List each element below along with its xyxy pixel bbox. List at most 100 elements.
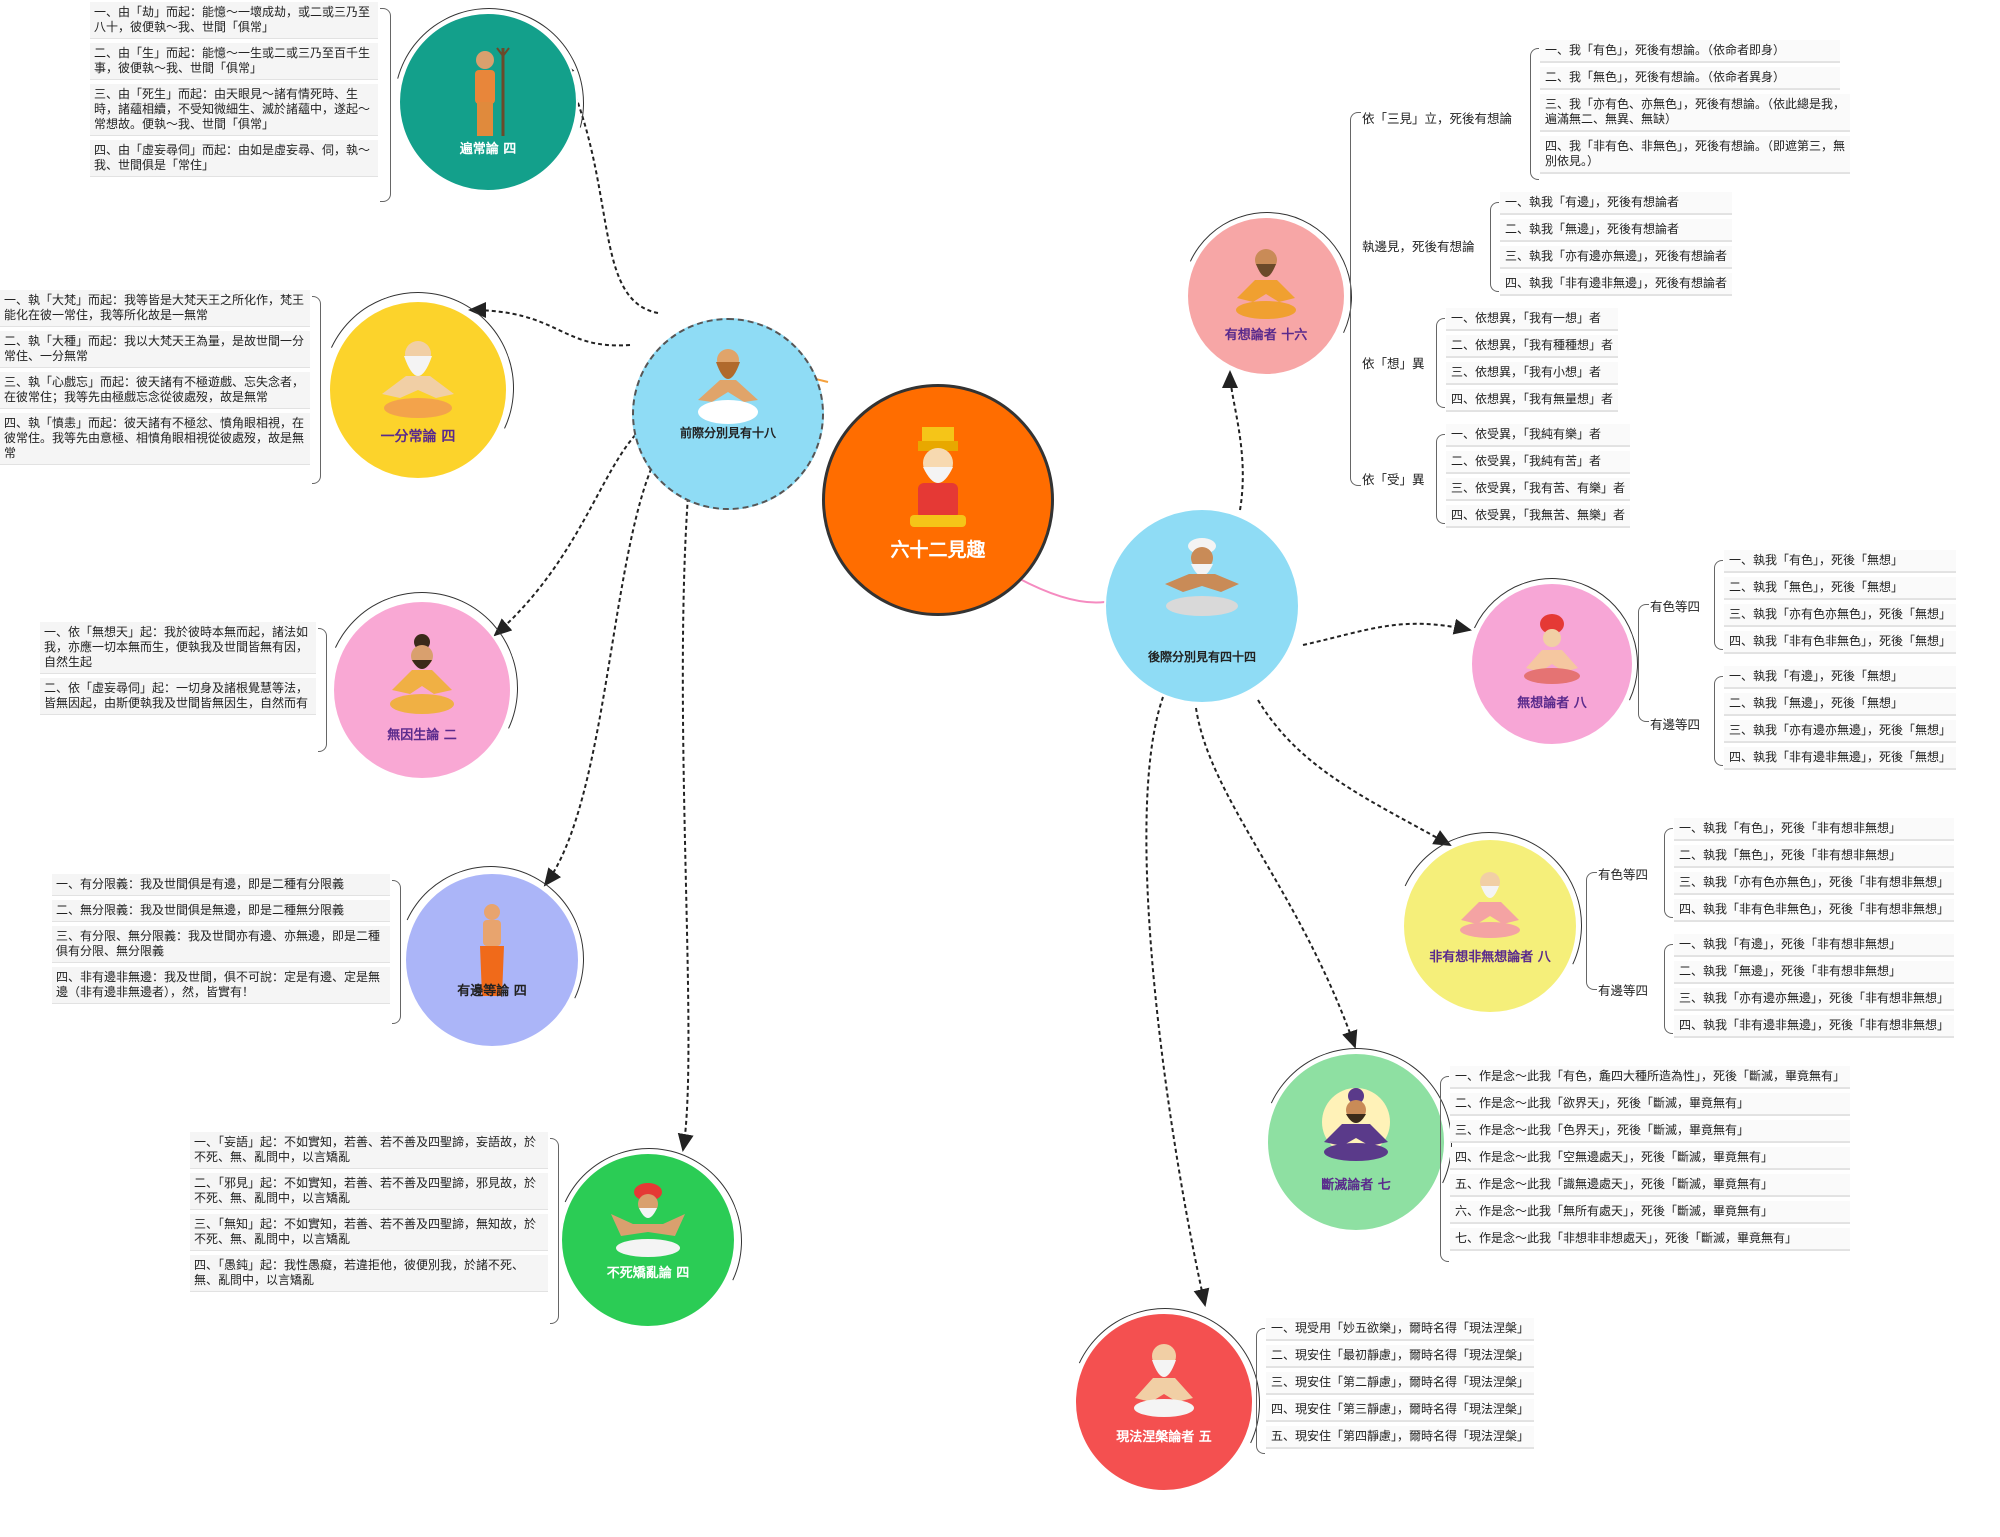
- note-item: 三、依受異，「我有苦、有樂」者: [1446, 478, 1631, 500]
- turbaned-yogi-icon: [611, 1183, 685, 1257]
- note-item: 二、執我「無邊」，死後有想論者: [1500, 219, 1733, 241]
- note-item: 一、依「無想天」起：我於彼時本無而起，諸法如我，亦應一切本無而生，便執我及世間皆…: [40, 622, 316, 673]
- branch-future-node[interactable]: 後際分別見有四十四: [1104, 508, 1300, 704]
- brahma-icon: [910, 427, 966, 527]
- group-label: 有色等四: [1598, 867, 1649, 882]
- notes-nonperception-g1: 一、執我「有邊」，死後「無想」 二、執我「無邊」，死後「無想」 三、執我「亦有邊…: [1724, 666, 1957, 774]
- group-label: 依「受」異: [1362, 472, 1425, 487]
- note-item: 一、依想異，「我有一想」者: [1446, 308, 1619, 330]
- group-label: 有邊等四: [1650, 717, 1701, 732]
- note-item: 五、作是念～此我「識無邊處天」，死後「斷滅，畢竟無有」: [1450, 1174, 1851, 1196]
- note-item: 四、執我「非有邊非無邊」，死後「無想」: [1724, 747, 1957, 769]
- node-annihilation-label: 斷滅論者 七: [1321, 1178, 1391, 1193]
- notes-nocause: 一、依「無想天」起：我於彼時本無而起，諸法如我，亦應一切本無而生，便執我及世間皆…: [40, 622, 316, 719]
- note-item: 三、由「死生」而起：由天眼見～諸有情死時、生時，諸蘊相續，不受知微細生、滅於諸蘊…: [90, 84, 378, 135]
- note-item: 三、執「心戲忘」而起：彼天諸有不極遊戲、忘失念者，在彼常住；我等先由極戲忘念從彼…: [0, 372, 310, 408]
- node-eternal[interactable]: 遍常論 四: [398, 12, 578, 192]
- note-item: 三、依想異，「我有小想」者: [1446, 362, 1619, 384]
- node-annihilation[interactable]: 斷滅論者 七: [1266, 1052, 1446, 1232]
- arrow-perception: [1222, 370, 1244, 511]
- node-nirvana-label: 現法涅槃論者 五: [1116, 1430, 1212, 1445]
- note-item: 二、由「生」而起：能憶～一生或二或三乃至百千生事，彼便執～我、世間「俱常」: [90, 43, 378, 79]
- white-bearded-elder-icon: [1134, 1344, 1194, 1417]
- note-item: 六、作是念～此我「無所有處天」，死後「斷滅，畢竟無有」: [1450, 1201, 1851, 1223]
- note-item: 四、依想異，「我有無量想」者: [1446, 389, 1619, 411]
- node-neither[interactable]: 非有想非無想論者 八: [1402, 838, 1578, 1014]
- note-item: 一、由「劫」而起：能憶～一壞成劫，或二或三乃至八十，彼便執～我、世間「俱常」: [90, 2, 378, 38]
- node-nonperception-label: 無想論者 八: [1517, 696, 1587, 711]
- link-center-future: [1017, 577, 1106, 604]
- bearded-sage-icon: [382, 341, 454, 418]
- note-item: 三、執我「亦有邊亦無邊」，死後「無想」: [1724, 720, 1957, 742]
- node-nirvana[interactable]: 現法涅槃論者 五: [1074, 1312, 1254, 1492]
- note-item: 二、依想異，「我有種種想」者: [1446, 335, 1619, 357]
- notes-nirvana: 一、現受用「妙五欲樂」，爾時名得「現法涅槃」 二、現安住「最初靜慮」，爾時名得「…: [1266, 1318, 1535, 1453]
- note-item: 二、依「虛妄尋伺」起：一切身及諸根覺慧等法，皆無因起，由斯便執我及世間皆無因生，…: [40, 678, 316, 714]
- note-item: 四、執我「非有邊非無邊」，死後有想論者: [1500, 273, 1733, 295]
- group-label: 有色等四: [1650, 599, 1701, 614]
- note-item: 一、執我「有邊」，死後有想論者: [1500, 192, 1733, 214]
- note-item: 三、執我「亦有色亦無色」，死後「無想」: [1724, 604, 1957, 626]
- note-item: 二、執我「無邊」，死後「非有想非無想」: [1674, 961, 1955, 983]
- red-turban-monk-icon: [1524, 614, 1580, 684]
- node-eel[interactable]: 不死矯亂論 四: [560, 1152, 736, 1328]
- note-item: 四、執我「非有色非無色」，死後「無想」: [1724, 631, 1957, 653]
- arrow-annihilation: [1195, 707, 1358, 1049]
- arrow-nonperception: [1302, 618, 1472, 646]
- node-finite-label: 有邊等論 四: [457, 984, 527, 999]
- arrow-finite: [543, 449, 661, 887]
- arrow-nirvana: [1145, 696, 1210, 1307]
- note-item: 七、作是念～此我「非想非非想處天」，死後「斷滅，畢竟無有」: [1450, 1228, 1851, 1250]
- note-item: 三、執我「亦有邊亦無邊」，死後「非有想非無想」: [1674, 988, 1955, 1010]
- standing-monk-icon: [480, 904, 504, 996]
- group-label: 有邊等四: [1598, 983, 1649, 998]
- branch-past-label: 前際分別見有十八: [679, 426, 776, 440]
- note-item: 一、「妄語」起：不如實知，若善、若不善及四聖諦，妄語故，於不死、無、亂問中，以言…: [190, 1132, 548, 1168]
- note-item: 二、作是念～此我「欲界天」，死後「斷滅，畢竟無有」: [1450, 1093, 1851, 1115]
- ascetic-with-trident-icon: [475, 47, 510, 136]
- node-perception[interactable]: 有想論者 十六: [1186, 216, 1346, 376]
- node-partial-label: 一分常論 四: [380, 429, 456, 445]
- arrow-nocause: [493, 429, 641, 637]
- note-item: 四、非有邊非無邊：我及世間，俱不可說：定是有邊、定是無邊（非有邊非無邊者），然，…: [52, 967, 390, 1003]
- note-item: 二、執我「無邊」，死後「無想」: [1724, 693, 1957, 715]
- group-label: 依「三見」立，死後有想論: [1362, 111, 1513, 126]
- notes-finite: 一、有分限義：我及世間俱是有邊，即是二種有分限義 二、無分限義：我及世間俱是無邊…: [52, 874, 390, 1008]
- note-item: 四、「愚鈍」起：我性愚癡，若違拒他，彼便別我，於諸不死、無、亂問中，以言矯亂: [190, 1255, 548, 1291]
- central-node[interactable]: 六十二見趣: [822, 384, 1054, 616]
- node-nocause[interactable]: 無因生論 二: [332, 600, 512, 780]
- note-item: 四、由「虛妄尋伺」而起：由如是虛妄尋、伺，執～我、世間俱是「常住」: [90, 140, 378, 176]
- note-item: 一、現受用「妙五欲樂」，爾時名得「現法涅槃」: [1266, 1318, 1535, 1340]
- notes-nonperception-g0: 一、執我「有色」，死後「無想」 二、執我「無色」，死後「無想」 三、執我「亦有色…: [1724, 550, 1957, 658]
- node-partial[interactable]: 一分常論 四: [328, 300, 508, 480]
- node-perception-label: 有想論者 十六: [1224, 328, 1308, 343]
- notes-perception-g3: 一、依受異，「我純有樂」者 二、依受異，「我純有苦」者 三、依受異，「我有苦、有…: [1446, 424, 1631, 532]
- note-item: 三、有分限、無分限義：我及世間亦有邊、亦無邊，即是二種俱有分限、無分限義: [52, 926, 390, 962]
- note-item: 一、執我「有色」，死後「無想」: [1724, 550, 1957, 572]
- notes-perception-g0: 一、我「有色」，死後有想論。（依命者即身） 二、我「無色」，死後有想論。（依命者…: [1540, 40, 1850, 178]
- note-item: 一、依受異，「我純有樂」者: [1446, 424, 1631, 446]
- notes-partial: 一、執「大梵」而起：我等皆是大梵天王之所化作，梵王能化在彼一常住，我等所化故是一…: [0, 290, 310, 469]
- branch-past-node[interactable]: 前際分別見有十八: [632, 318, 824, 510]
- node-eternal-label: 遍常論 四: [459, 142, 517, 157]
- note-item: 三、執我「亦有色亦無色」，死後「非有想非無想」: [1674, 872, 1955, 894]
- note-item: 二、我「無色」，死後有想論。（依命者異身）: [1540, 67, 1840, 89]
- notes-eel: 一、「妄語」起：不如實知，若善、若不善及四聖諦，妄語故，於不死、無、亂問中，以言…: [190, 1132, 548, 1296]
- notes-perception-g1: 一、執我「有邊」，死後有想論者 二、執我「無邊」，死後有想論者 三、執我「亦有邊…: [1500, 192, 1733, 300]
- note-item: 二、執我「無色」，死後「無想」: [1724, 577, 1957, 599]
- seated-ascetic-icon: [1322, 1088, 1390, 1161]
- node-finite[interactable]: 有邊等論 四: [404, 872, 580, 1048]
- notes-eternal: 一、由「劫」而起：能憶～一壞成劫，或二或三乃至八十，彼便執～我、世間「俱常」 二…: [90, 2, 378, 181]
- arrow-eternal: [559, 58, 659, 314]
- node-eel-label: 不死矯亂論 四: [606, 1266, 690, 1281]
- note-item: 一、執「大梵」而起：我等皆是大梵天王之所化作，梵王能化在彼一常住，我等所化故是一…: [0, 290, 310, 326]
- note-item: 一、執我「有邊」，死後「無想」: [1724, 666, 1957, 688]
- note-item: 三、執我「亦有邊亦無邊」，死後有想論者: [1500, 246, 1733, 268]
- group-label: 執邊見，死後有想論: [1362, 239, 1475, 254]
- note-item: 三、現安住「第二靜慮」，爾時名得「現法涅槃」: [1266, 1372, 1535, 1394]
- node-nonperception[interactable]: 無想論者 八: [1470, 582, 1634, 746]
- note-item: 四、作是念～此我「空無邊處天」，死後「斷滅，畢竟無有」: [1450, 1147, 1851, 1169]
- note-item: 二、無分限義：我及世間俱是無邊，即是二種無分限義: [52, 900, 390, 921]
- note-item: 二、現安住「最初靜慮」，爾時名得「現法涅槃」: [1266, 1345, 1535, 1367]
